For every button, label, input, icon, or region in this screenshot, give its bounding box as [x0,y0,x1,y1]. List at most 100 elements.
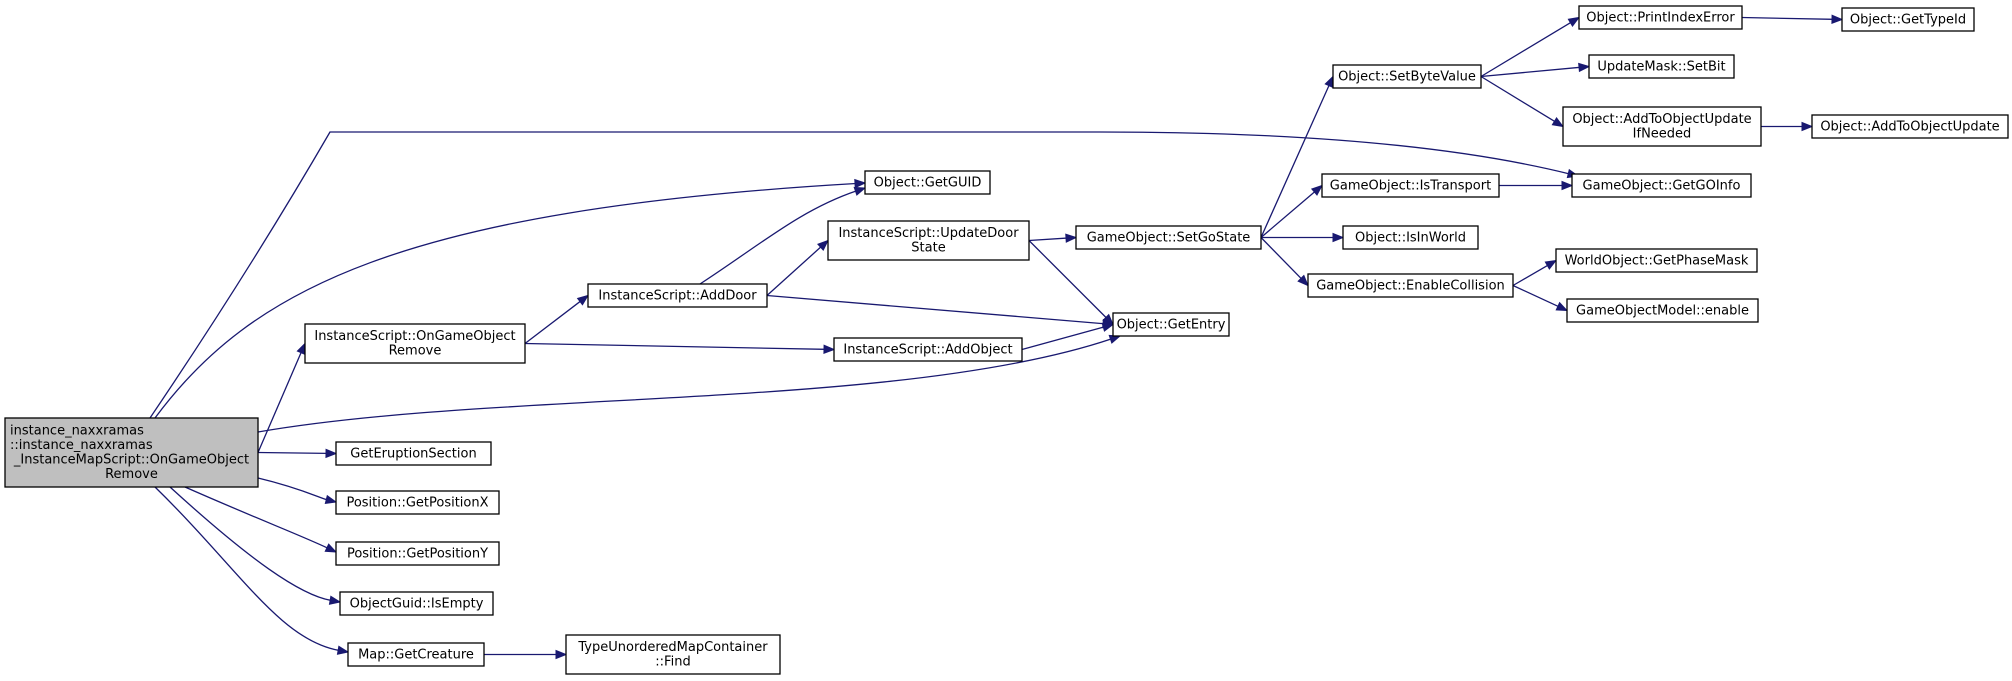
edge-enablecollision-to-getphasemask [1512,264,1549,287]
node-getposx[interactable]: Position::GetPositionX [335,490,500,515]
node-adddoor[interactable]: InstanceScript::AddDoor [587,283,768,308]
node-box [1342,225,1479,250]
node-box [1332,64,1482,89]
node-getphasemask[interactable]: WorldObject::GetPhaseMask [1555,248,1758,273]
arrowhead [1567,16,1581,27]
node-getentry[interactable]: Object::GetEntry [1112,312,1230,337]
node-box [1307,273,1514,298]
arrowhead [1551,116,1565,128]
node-label-line: GetEruptionSection [350,446,476,461]
node-label-line: InstanceScript::OnGameObject [314,329,515,344]
node-label-line: GameObject::IsTransport [1330,178,1491,193]
edge-setbytevalue-to-printindexerror [1480,21,1572,78]
node-find[interactable]: TypeUnorderedMapContainer::Find [565,634,781,675]
arrowhead [817,239,829,252]
node-label-line: Object::GetTypeId [1850,12,1966,27]
arrowhead [854,178,867,189]
edge-setbytevalue-to-setbit [1480,66,1581,78]
edge-setgostate-to-istransport [1260,190,1316,238]
node-label-line: InstanceScript::UpdateDoor [838,226,1019,241]
node-istransport[interactable]: GameObject::IsTransport [1321,173,1500,198]
edge-is_ongameobjectremove-to-adddoor [524,300,582,345]
node-box [587,283,768,308]
node-geteruption[interactable]: GetEruptionSection [335,441,492,466]
node-enablecollision[interactable]: GameObject::EnableCollision [1307,273,1514,298]
node-label-line: Remove [389,344,442,359]
node-label-line: State [911,241,945,256]
edge-root-to-getposy [184,486,329,549]
node-printindexerror[interactable]: Object::PrintIndexError [1578,5,1743,30]
node-label-line: UpdateMask::SetBit [1597,59,1725,74]
edge-addobject-to-getentry [1021,326,1105,351]
edge-root-to-getcreature [154,486,340,652]
node-label-line: IfNeeded [1633,127,1692,142]
edge-root-to-getgoinfo [149,131,1570,419]
arrowhead [325,448,338,459]
node-root[interactable]: instance_naxxramas::instance_naxxramas_I… [4,417,259,488]
node-label-line: InstanceScript::AddDoor [598,288,757,303]
arrowhead [324,494,338,505]
node-label-line: Object::SetByteValue [1338,69,1476,84]
node-label-line: InstanceScript::AddObject [843,342,1012,357]
node-addobject[interactable]: InstanceScript::AddObject [833,337,1023,362]
node-box [335,441,492,466]
arrowhead [1310,184,1324,196]
arrowhead [853,186,867,196]
node-box [1555,248,1758,273]
arrowhead [1801,121,1814,132]
node-label-line: Object::AddToObjectUpdate [1572,112,1751,127]
edge-setgostate-to-setbytevalue [1260,84,1330,238]
node-label-line: _InstanceMapScript::OnGameObject [13,453,249,468]
arrowhead [1544,259,1558,270]
edge-root-to-getentry [257,338,1112,433]
node-box [1811,114,2009,139]
node-setbytevalue[interactable]: Object::SetByteValue [1332,64,1482,89]
node-box [4,417,259,488]
arrowhead [823,344,836,355]
node-setbit[interactable]: UpdateMask::SetBit [1588,54,1735,79]
arrowhead [1324,75,1334,89]
arrowhead [1561,180,1574,191]
node-label-line: Remove [105,467,158,482]
node-box [1571,173,1752,198]
node-label-line: GameObject::GetGOInfo [1583,178,1741,193]
node-box [1075,225,1262,250]
node-label-line: Map::GetCreature [358,647,474,662]
node-isempty[interactable]: ObjectGuid::IsEmpty [339,591,494,616]
node-isinworld[interactable]: Object::IsInWorld [1342,225,1479,250]
node-label-line: Object::GetEntry [1117,317,1226,332]
edge-enablecollision-to-gomodelenable [1512,284,1560,308]
arrowhead [1101,322,1115,332]
node-getposy[interactable]: Position::GetPositionY [335,541,500,566]
arrowhead [1831,14,1844,25]
arrowhead [324,543,338,553]
arrowhead [1102,313,1114,326]
call-edges [149,14,1844,660]
node-label-line: ::Find [655,655,690,670]
node-box [304,323,526,364]
node-addtoupdate[interactable]: Object::AddToObjectUpdate [1811,114,2009,139]
node-box [827,220,1030,261]
node-box [833,337,1023,362]
edge-printindexerror-to-gettypeid [1741,16,1834,20]
node-box [565,634,781,675]
arrowhead [1555,301,1569,312]
node-label-line: Position::GetPositionY [347,546,488,561]
node-gettypeid[interactable]: Object::GetTypeId [1841,7,1975,32]
node-label-line: Object::PrintIndexError [1586,10,1735,25]
node-label-line: GameObject::EnableCollision [1316,278,1505,293]
node-gomodelenable[interactable]: GameObjectModel::enable [1566,298,1759,323]
node-getguid[interactable]: Object::GetGUID [864,170,991,195]
arrowhead [328,595,342,605]
node-getcreature[interactable]: Map::GetCreature [347,642,485,667]
node-getgoinfo[interactable]: GameObject::GetGOInfo [1571,173,1752,198]
node-box [1321,173,1500,198]
node-box [1588,54,1735,79]
node-label-line: GameObjectModel::enable [1576,303,1749,318]
arrowhead [1332,232,1345,243]
node-setgostate[interactable]: GameObject::SetGoState [1075,225,1262,250]
